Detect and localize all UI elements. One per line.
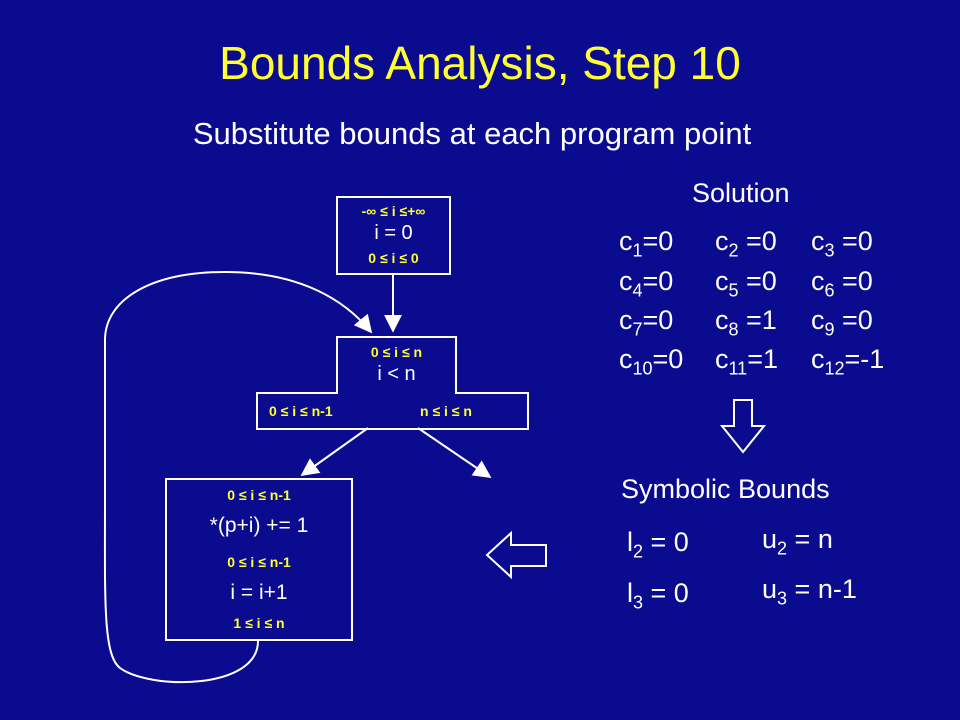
cond-node: 0 ≤ i ≤ n i < n xyxy=(336,336,457,394)
true-branch-bound: 0 ≤ i ≤ n-1 xyxy=(269,403,333,419)
loop-back-edge xyxy=(103,270,373,684)
cond-precondition: 0 ≤ i ≤ n xyxy=(370,344,423,360)
arrow-true-branch xyxy=(300,427,369,477)
body-precondition: 0 ≤ i ≤ n-1 xyxy=(227,487,291,503)
init-statement: i = 0 xyxy=(374,222,413,244)
cond-seam-cover xyxy=(338,392,455,395)
bound-l3: l3 = 0 xyxy=(627,578,689,613)
solution-constraint: c12=-1 xyxy=(811,344,885,379)
solution-constraint: c10=0 xyxy=(619,344,684,379)
init-node: -∞ ≤ i ≤+∞ i = 0 0 ≤ i ≤ 0 xyxy=(336,196,451,275)
body-statement-increment-p: *(p+i) += 1 xyxy=(209,514,309,537)
bound-l2: l2 = 0 xyxy=(627,527,689,562)
down-arrow-icon xyxy=(719,399,767,454)
solution-constraint: c9 =0 xyxy=(811,305,873,340)
body-statement-increment-i: i = i+1 xyxy=(230,581,288,604)
solution-constraint: c4=0 xyxy=(619,266,674,301)
solution-constraint: c5 =0 xyxy=(715,266,777,301)
bound-u2: u2 = n xyxy=(762,524,833,559)
solution-constraint: c3 =0 xyxy=(811,226,873,261)
arrow-false-branch xyxy=(417,427,492,479)
solution-constraint: c1=0 xyxy=(619,226,674,261)
body-midcondition: 0 ≤ i ≤ n-1 xyxy=(227,554,291,570)
cond-branches: 0 ≤ i ≤ n-1 n ≤ i ≤ n xyxy=(256,392,529,430)
solution-constraint: c6 =0 xyxy=(811,266,873,301)
body-postcondition: 1 ≤ i ≤ n xyxy=(233,615,285,631)
cond-statement: i < n xyxy=(377,363,416,385)
bound-u3: u3 = n-1 xyxy=(762,574,857,609)
solution-constraint: c7=0 xyxy=(619,305,674,340)
solution-constraint: c8 =1 xyxy=(715,305,777,340)
symbolic-bounds-heading: Symbolic Bounds xyxy=(621,474,830,504)
solution-constraint: c11=1 xyxy=(715,344,778,379)
false-branch-bound: n ≤ i ≤ n xyxy=(420,403,472,419)
slide-subtitle: Substitute bounds at each program point xyxy=(192,116,752,151)
init-postcondition: 0 ≤ i ≤ 0 xyxy=(368,250,419,266)
body-node: 0 ≤ i ≤ n-1 *(p+i) += 1 0 ≤ i ≤ n-1 i = … xyxy=(165,478,353,641)
left-arrow-icon xyxy=(485,530,547,580)
solution-constraint: c2 =0 xyxy=(715,226,777,261)
slide-title: Bounds Analysis, Step 10 xyxy=(219,37,741,89)
solution-heading: Solution xyxy=(692,178,790,208)
init-precondition: -∞ ≤ i ≤+∞ xyxy=(361,203,426,219)
